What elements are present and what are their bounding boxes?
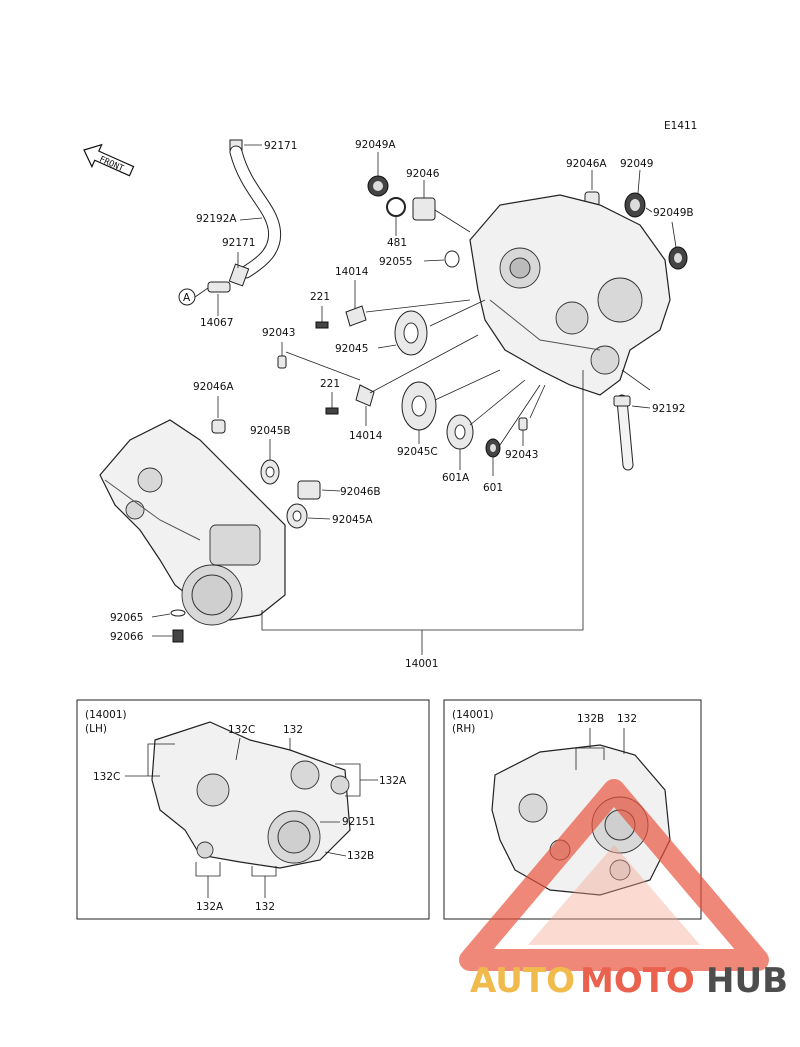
callout-92043-left: 92043 bbox=[262, 327, 295, 339]
watermark-text-2: MOTO bbox=[580, 961, 695, 1001]
inset-lh-132-bot: 132 bbox=[255, 901, 275, 913]
plug-92066 bbox=[172, 629, 184, 643]
inset-lh-header: (14001) bbox=[85, 709, 127, 721]
watermark-logo: AUTO MOTO HUB bbox=[459, 779, 788, 1001]
bolt-221-bot bbox=[325, 407, 339, 415]
callout-92045C: 92045C bbox=[397, 446, 438, 458]
callout-92046: 92046 bbox=[406, 168, 440, 180]
watermark-text-1: AUTO bbox=[470, 961, 575, 1001]
callout-92192A: 92192A bbox=[196, 213, 237, 225]
callout-92049B: 92049B bbox=[653, 207, 694, 219]
washer-92065 bbox=[170, 609, 186, 617]
callout-14014-top: 14014 bbox=[335, 266, 369, 278]
inset-rh-132: 132 bbox=[617, 713, 637, 725]
callout-92171-top: 92171 bbox=[264, 140, 297, 152]
plate-14014-bot bbox=[355, 384, 375, 407]
bearing-92046B bbox=[297, 480, 321, 500]
bearing-92046 bbox=[412, 197, 436, 221]
callout-221-top: 221 bbox=[310, 291, 330, 303]
inset-rh-frame bbox=[443, 699, 702, 920]
fitting-14067 bbox=[207, 281, 231, 293]
inset-lh-92151: 92151 bbox=[342, 816, 375, 828]
callout-92192: 92192 bbox=[652, 403, 685, 415]
plate-14014-top bbox=[345, 305, 367, 327]
inset-lh-132-top: 132 bbox=[283, 724, 303, 736]
callout-92055: 92055 bbox=[379, 256, 412, 268]
callout-92045A: 92045A bbox=[332, 514, 373, 526]
inset-rh-header: (14001) bbox=[452, 709, 494, 721]
crankcase-lh bbox=[99, 419, 286, 626]
inset-lh-frame bbox=[76, 699, 430, 920]
diagram-code: E1411 bbox=[664, 120, 697, 132]
inset-lh-crankcase bbox=[151, 721, 351, 869]
callout-92049A: 92049A bbox=[355, 139, 396, 151]
callout-14001: 14001 bbox=[405, 658, 438, 670]
inset-rh-132B: 132B bbox=[577, 713, 604, 725]
dowel-92043-left bbox=[277, 355, 287, 369]
circlip-481 bbox=[386, 197, 406, 217]
callout-92049: 92049 bbox=[620, 158, 653, 170]
ref-a-label-left: A bbox=[183, 292, 191, 304]
callout-92046A-top: 92046A bbox=[566, 158, 607, 170]
hose-clamp-mid bbox=[228, 263, 250, 287]
bolt-221-top bbox=[315, 321, 329, 329]
callout-92045: 92045 bbox=[335, 343, 368, 355]
inset-lh-132C-top: 132C bbox=[228, 724, 255, 736]
callout-92066: 92066 bbox=[110, 631, 144, 643]
inset-lh-side: (LH) bbox=[85, 723, 107, 735]
inset-rh-side: (RH) bbox=[452, 723, 475, 735]
callout-14067: 14067 bbox=[200, 317, 233, 329]
callout-92065: 92065 bbox=[110, 612, 143, 624]
inset-lh-132C-left: 132C bbox=[93, 771, 120, 783]
dowel-92043-right bbox=[518, 417, 528, 431]
watermark-text-3: HUB bbox=[706, 961, 788, 1001]
callout-92046A-left: 92046A bbox=[193, 381, 234, 393]
crankcase-rh bbox=[469, 194, 671, 396]
oring-92055 bbox=[444, 250, 460, 268]
callout-481: 481 bbox=[387, 237, 407, 249]
inset-lh-132A-right: 132A bbox=[379, 775, 407, 787]
hose-assembly bbox=[207, 139, 282, 293]
callout-92171-mid: 92171 bbox=[222, 237, 255, 249]
callout-92045B: 92045B bbox=[250, 425, 291, 437]
inset-lh-132A-bot: 132A bbox=[196, 901, 224, 913]
front-arrow-icon: FRONT bbox=[83, 143, 135, 177]
callout-14014-bot: 14014 bbox=[349, 430, 383, 442]
bearing-92046A-left bbox=[211, 419, 226, 434]
callout-221-bot: 221 bbox=[320, 378, 340, 390]
callout-92046B: 92046B bbox=[340, 486, 381, 498]
callout-601A: 601A bbox=[442, 472, 470, 484]
callout-92043-right: 92043 bbox=[505, 449, 538, 461]
callout-601: 601 bbox=[483, 482, 503, 494]
inset-lh-132B: 132B bbox=[347, 850, 374, 862]
